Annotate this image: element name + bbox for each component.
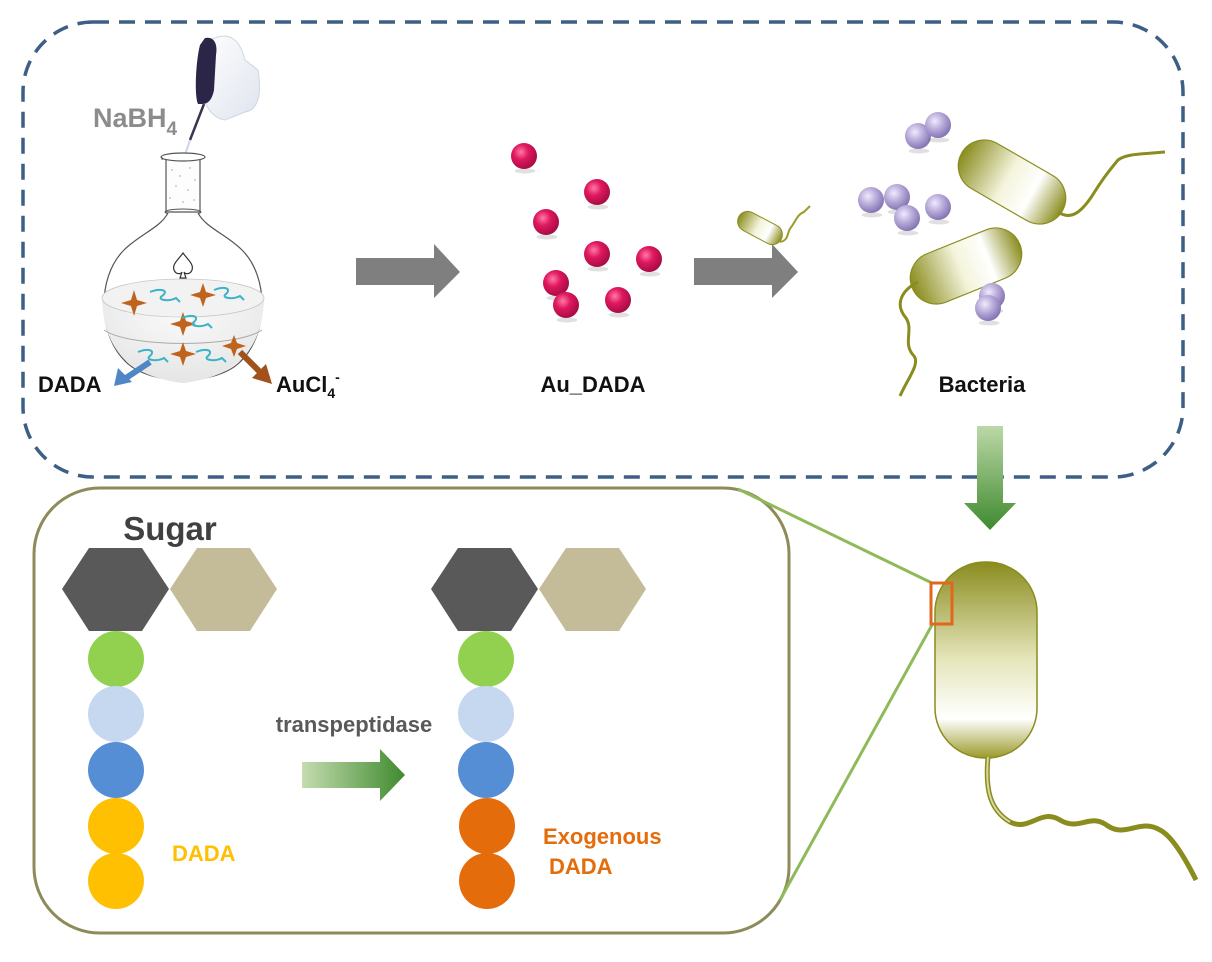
- aucl4-star-markers: [121, 283, 246, 366]
- large-bacterium-icon: [934, 561, 1199, 882]
- gold-nanoparticle: [553, 292, 579, 318]
- gold-nanoparticle-shadow: [536, 234, 558, 240]
- residue-1: [458, 631, 514, 687]
- peptidoglycan-modified: [431, 548, 646, 909]
- sugar-hexagon-dark: [62, 548, 169, 631]
- bound-nanoparticle-shadow: [928, 137, 950, 143]
- bacteria-cluster-icon: [898, 139, 1166, 397]
- bound-nanoparticle: [975, 295, 1001, 321]
- transpeptidase-label: transpeptidase: [276, 712, 433, 737]
- small-bacterium-icon: [737, 210, 783, 246]
- residue-3: [88, 742, 144, 798]
- sugar-title: Sugar: [123, 510, 217, 547]
- cell-wall-highlight-box: [929, 581, 954, 626]
- bound-nanoparticle: [905, 123, 931, 149]
- bound-nanoparticles: [858, 112, 1005, 326]
- dada-wave-markers: [137, 286, 245, 363]
- gold-nanoparticle: [584, 179, 610, 205]
- green-down-arrow: [964, 426, 1016, 530]
- exogenous-label-line2: DADA: [549, 854, 613, 879]
- bound-nanoparticle: [858, 187, 884, 213]
- gold-nanoparticle: [511, 143, 537, 169]
- sugar-hexagon-light: [539, 548, 646, 631]
- sugar-hexagon-dark: [431, 548, 538, 631]
- flask-dada-label: DADA: [38, 372, 102, 397]
- top-panel-dashed-border: [21, 20, 1185, 479]
- residue-dada-2: [88, 853, 144, 909]
- dada-arrow-icon: [114, 359, 152, 386]
- exogenous-label-line1: Exogenous: [543, 824, 662, 849]
- residue-3: [458, 742, 514, 798]
- residue-2: [88, 686, 144, 742]
- flask-aucl4-label: AuCl4-: [276, 369, 340, 401]
- gold-nanoparticle: [584, 241, 610, 267]
- process-arrow-1: [356, 244, 460, 298]
- residue-exo-dada-2: [459, 853, 515, 909]
- bound-nanoparticle-shadow: [908, 148, 930, 154]
- gold-nanoparticle: [636, 246, 662, 272]
- residue-dada-1: [88, 798, 144, 854]
- gold-nanoparticle: [533, 209, 559, 235]
- gold-nanoparticle: [543, 270, 569, 296]
- bound-nanoparticle: [925, 194, 951, 220]
- peptidoglycan-native: [62, 548, 277, 909]
- zoom-line-bottom: [778, 624, 934, 901]
- native-dada-label: DADA: [172, 841, 236, 866]
- residue-2: [458, 686, 514, 742]
- gloved-hand-pipette-icon: [183, 35, 260, 159]
- transpeptidase-arrow: [302, 749, 405, 801]
- bound-nanoparticle-shadow: [897, 230, 919, 236]
- bound-nanoparticle: [925, 112, 951, 138]
- reagent-label: NaBH4: [93, 103, 178, 140]
- au-dada-label: Au_DADA: [540, 372, 645, 397]
- small-bacterium-flagellum: [779, 205, 811, 243]
- residue-1: [88, 631, 144, 687]
- zoom-line-top: [737, 487, 933, 585]
- bound-nanoparticle: [894, 205, 920, 231]
- bottom-panel-border: [32, 486, 791, 935]
- sugar-hexagon-light: [170, 548, 277, 631]
- gold-nanoparticle-shadow: [587, 204, 609, 210]
- bacteria-label: Bacteria: [939, 372, 1027, 397]
- bound-nanoparticle-shadow: [861, 212, 883, 218]
- gold-nanoparticle: [605, 287, 631, 313]
- bound-nanoparticle: [884, 184, 910, 210]
- bound-nanoparticle-shadow: [928, 219, 950, 225]
- gold-nanoparticle-shadow: [608, 312, 630, 318]
- gold-nanoparticle-shadow: [556, 317, 578, 323]
- process-arrow-2: [694, 244, 798, 298]
- gold-nanoparticle-shadow: [639, 271, 661, 277]
- gold-nanoparticles: [511, 143, 662, 323]
- gold-nanoparticle-shadow: [514, 168, 536, 174]
- gold-nanoparticle-shadow: [587, 266, 609, 272]
- bound-nanoparticle-shadow: [978, 320, 1000, 326]
- residue-exo-dada-1: [459, 798, 515, 854]
- aucl4-arrow-icon: [237, 349, 272, 384]
